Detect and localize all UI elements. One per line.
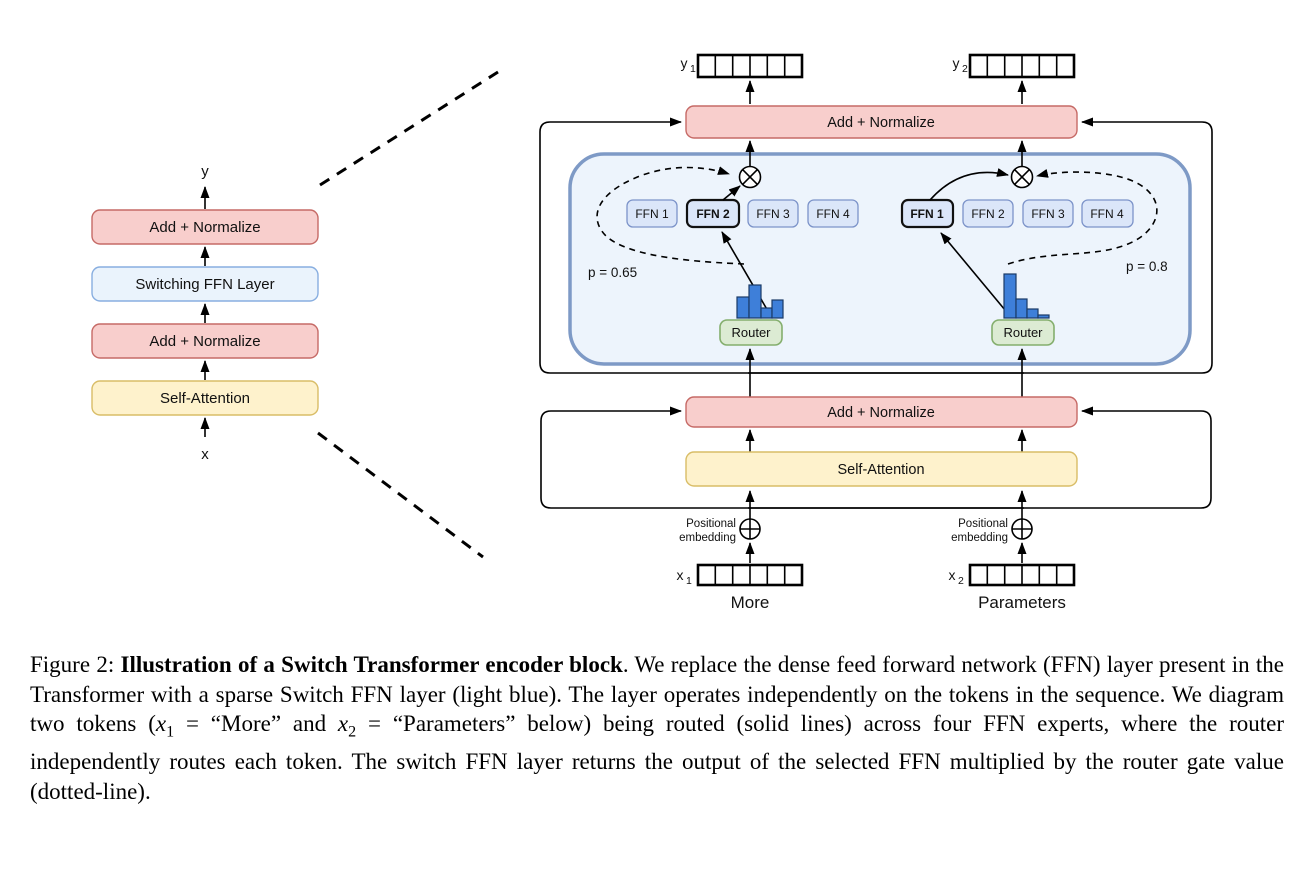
- token1-word: More: [731, 593, 770, 612]
- bottom-add-normalize-box: [685, 396, 1078, 428]
- self-attention-box: [91, 380, 319, 416]
- bottom-skip-left: [540, 406, 1024, 509]
- caption-x1: x: [155, 711, 167, 736]
- route-ffn1-to-mult: [929, 168, 1009, 201]
- zoom-connector-top: [319, 70, 499, 187]
- top-add-normalize-box: [685, 105, 1078, 139]
- right-expert-row: FFN 1 FFN 2 FFN 3 FFN 4: [900, 198, 1134, 229]
- hist-bar: [736, 296, 750, 319]
- ffn2-left-label: FFN 2: [696, 207, 730, 221]
- x1-label: x: [677, 567, 684, 583]
- caption-prefix: Figure 2:: [30, 652, 121, 677]
- ffn1-right-box-selected: [900, 198, 955, 229]
- p-left-label: p = 0.65: [588, 265, 637, 280]
- figure-caption: Figure 2: Illustration of a Switch Trans…: [30, 650, 1284, 806]
- router-left-box: [719, 319, 783, 346]
- ffn4-left-label: FFN 4: [816, 207, 850, 221]
- add-normalize-bottom-box: [91, 323, 319, 359]
- bottom-add-normalize-label: Add + Normalize: [827, 405, 935, 421]
- router-left-label: Router: [731, 325, 771, 340]
- output-label-y: y: [201, 163, 209, 180]
- caption-mid-2: = “Parameters” below) being routed (soli…: [30, 711, 1285, 804]
- output-tokens: y 1 y 2: [681, 53, 1076, 79]
- switch-ffn-layer-container: [568, 152, 1192, 366]
- ffn3-left-label: FFN 3: [756, 207, 790, 221]
- hist-bar: [760, 307, 773, 319]
- pos-embed-left-line1: Positional: [686, 518, 736, 530]
- ffn2-right-box: [962, 199, 1014, 228]
- route-ffn2-to-mult: [722, 185, 741, 201]
- right-self-attention-box: [685, 451, 1078, 487]
- input-tokens: x 1 x 2 More Parameters: [677, 563, 1076, 612]
- hist-bar: [1037, 314, 1050, 319]
- plus-icon-left: [739, 518, 761, 540]
- ffn1-left-box: [626, 199, 678, 228]
- right-self-attention-label: Self-Attention: [837, 462, 924, 478]
- pos-embed-right-line1: Positional: [958, 518, 1008, 530]
- top-skip-left: [539, 117, 1024, 374]
- ffn1-right-label: FFN 1: [910, 207, 944, 221]
- self-attention-label: Self-Attention: [160, 390, 250, 407]
- x1-subscript: 1: [686, 575, 692, 587]
- x1-token-box: [696, 563, 804, 587]
- switch-transformer-diagram: y Add + Normalize Switching FFN Layer Ad…: [91, 53, 1213, 612]
- left-expert-row: FFN 1 FFN 2 FFN 3 FFN 4: [626, 198, 859, 229]
- ffn3-right-label: FFN 3: [1031, 207, 1065, 221]
- ffn2-left-box-selected: [685, 198, 741, 229]
- route-right-to-ffn1: [940, 232, 1011, 317]
- add-normalize-top-label: Add + Normalize: [149, 219, 260, 236]
- ffn3-right-box: [1022, 199, 1074, 228]
- plus-icon-right: [1011, 518, 1033, 540]
- caption-x2-sub: 2: [348, 723, 357, 741]
- caption-x2: x: [337, 711, 349, 736]
- router-right-box: [991, 319, 1055, 346]
- gate-loop-left: [596, 166, 745, 265]
- hist-bar: [1003, 273, 1017, 319]
- switching-ffn-layer-box: [91, 266, 319, 302]
- ffn2-right-label: FFN 2: [971, 207, 1005, 221]
- zoom-connector-bottom: [317, 431, 484, 559]
- ffn3-left-box: [747, 199, 799, 228]
- bottom-skip-right: [748, 406, 1212, 509]
- caption-body-1: . We replace the dense feed forward netw…: [30, 652, 1285, 736]
- x2-token-box: [968, 563, 1076, 587]
- ffn1-left-label: FFN 1: [635, 207, 669, 221]
- top-skip-right: [748, 117, 1213, 374]
- y2-subscript: 2: [962, 63, 968, 75]
- token2-word: Parameters: [978, 593, 1066, 612]
- ffn4-left-box: [807, 199, 859, 228]
- input-label-x: x: [201, 446, 209, 463]
- top-add-normalize-label: Add + Normalize: [827, 115, 935, 131]
- p-right-label: p = 0.8: [1126, 259, 1168, 274]
- switching-ffn-layer-label: Switching FFN Layer: [135, 276, 274, 293]
- ffn4-right-box: [1081, 199, 1134, 228]
- route-left-to-ffn2: [721, 231, 773, 319]
- caption-mid-1: = “More” and: [174, 711, 338, 736]
- y2-label: y: [953, 55, 960, 71]
- caption-bold-title: Illustration of a Switch Transformer enc…: [120, 652, 623, 677]
- x2-subscript: 2: [958, 575, 964, 587]
- hist-bar: [1015, 298, 1028, 319]
- hist-bar: [771, 299, 784, 319]
- y1-label: y: [681, 55, 688, 71]
- caption-x1-sub: 1: [166, 723, 175, 741]
- encoder-block-overview: y Add + Normalize Switching FFN Layer Ad…: [91, 163, 319, 463]
- x2-label: x: [949, 567, 956, 583]
- gate-loop-right: [1007, 169, 1158, 265]
- hist-bar: [1026, 308, 1039, 319]
- y2-token-box: [968, 53, 1076, 79]
- add-normalize-top-box: [91, 209, 319, 245]
- pos-embed-right-line2: embedding: [951, 532, 1008, 544]
- add-normalize-bottom-label: Add + Normalize: [149, 333, 260, 350]
- y1-subscript: 1: [690, 63, 696, 75]
- multiply-icon-right: [1010, 165, 1034, 189]
- hist-bar: [748, 284, 762, 319]
- router-left-histogram: [736, 284, 784, 319]
- y1-token-box: [696, 53, 804, 79]
- router-right-label: Router: [1003, 325, 1043, 340]
- ffn4-right-label: FFN 4: [1090, 207, 1124, 221]
- multiply-icon-left: [738, 165, 762, 189]
- router-right-histogram: [1003, 273, 1050, 319]
- pos-embed-left-line2: embedding: [679, 532, 736, 544]
